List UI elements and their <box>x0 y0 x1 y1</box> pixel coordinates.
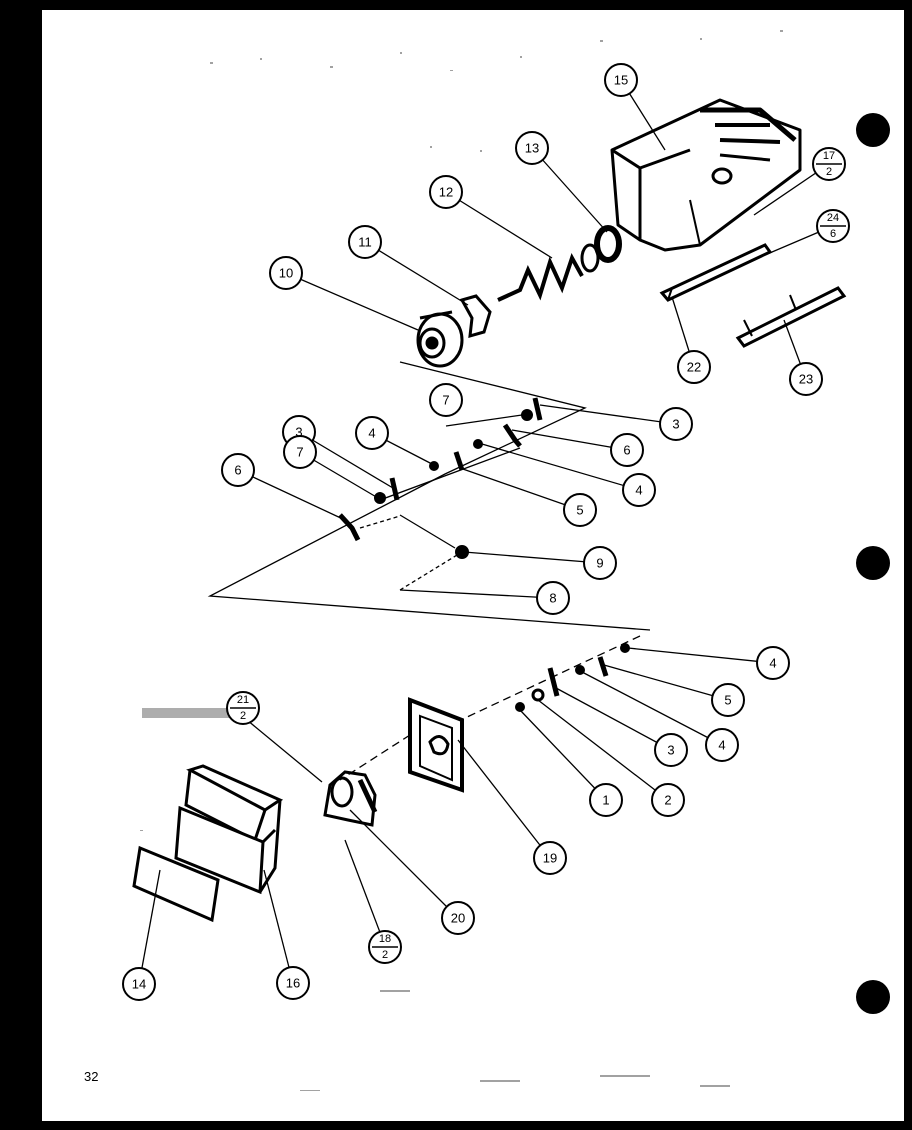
callout-label: 15 <box>614 73 628 88</box>
callout-7a: 7 <box>429 383 463 417</box>
fraction-denominator: 6 <box>830 228 836 240</box>
callout-label: 4 <box>635 483 642 498</box>
callout-label: 22 <box>687 360 701 375</box>
part-15-ice-bin <box>610 98 802 252</box>
part-20-housing <box>323 770 378 827</box>
callout-label: 3 <box>295 425 302 440</box>
callout-16: 16 <box>276 966 310 1000</box>
callout-3b: 3 <box>659 407 693 441</box>
fraction-numerator: 21 <box>237 694 249 706</box>
callout-14: 14 <box>122 967 156 1001</box>
callout-15: 15 <box>604 63 638 97</box>
callout-3c: 3 <box>654 733 688 767</box>
callout-label: 6 <box>234 463 241 478</box>
callout-1: 1 <box>589 783 623 817</box>
fraction-denominator: 2 <box>826 166 832 178</box>
callout-label: 8 <box>549 591 556 606</box>
hardware-group-lower <box>515 643 630 712</box>
part-14-panel <box>132 845 220 923</box>
leader-lines <box>138 79 834 985</box>
scan-noise <box>140 30 783 1091</box>
callout-5b: 5 <box>711 683 745 717</box>
callout-label: 12 <box>439 185 453 200</box>
callout-label: 5 <box>724 693 731 708</box>
callout-23: 23 <box>789 362 823 396</box>
callout-fraction-21-2: 21 2 <box>226 691 260 725</box>
callouts: 1 2 3 3 3 4 4 4 4 5 5 6 6 7 7 8 9 10 11 … <box>122 63 850 1001</box>
part-13-bushing <box>594 225 622 263</box>
callout-fraction-17-2: 17 2 <box>812 147 846 181</box>
hatched-pointer <box>142 708 234 718</box>
hardware-group-upper <box>338 397 543 559</box>
callout-label: 20 <box>451 911 465 926</box>
callout-label: 7 <box>296 445 303 460</box>
callout-4a: 4 <box>355 416 389 450</box>
callout-label: 9 <box>596 556 603 571</box>
scan-border-right <box>904 0 912 1130</box>
callout-label: 2 <box>664 793 671 808</box>
callout-6a: 6 <box>221 453 255 487</box>
callout-10: 10 <box>269 256 303 290</box>
part-16-chute-cover <box>174 764 284 895</box>
part-11-coupling <box>459 294 492 339</box>
callout-label: 1 <box>602 793 609 808</box>
callout-2: 2 <box>651 783 685 817</box>
callout-label: 13 <box>525 141 539 156</box>
part-22-rail <box>659 243 773 302</box>
scan-border-bottom <box>0 1121 912 1130</box>
callout-fraction-18-2: 18 2 <box>368 930 402 964</box>
callout-label: 4 <box>769 656 776 671</box>
callout-fraction-24-6: 24 6 <box>816 209 850 243</box>
part-12-auger-spring <box>497 243 600 302</box>
callout-label: 7 <box>442 393 449 408</box>
scan-border-top <box>0 0 912 10</box>
fraction-numerator: 18 <box>379 933 391 945</box>
page-number: 32 <box>84 1069 99 1084</box>
callout-4c: 4 <box>756 646 790 680</box>
callout-label: 3 <box>667 743 674 758</box>
callout-label: 6 <box>623 443 630 458</box>
binder-hole-middle <box>856 546 890 580</box>
callout-6b: 6 <box>610 433 644 467</box>
callout-19: 19 <box>533 841 567 875</box>
binder-hole-bottom <box>856 980 890 1014</box>
callout-label: 11 <box>358 235 372 250</box>
part-10-motor-drum <box>416 310 464 368</box>
callout-8: 8 <box>536 581 570 615</box>
callout-9: 9 <box>583 546 617 580</box>
callout-13: 13 <box>515 131 549 165</box>
scan-border-left <box>0 0 42 1130</box>
callout-label: 16 <box>286 976 300 991</box>
callout-12: 12 <box>429 175 463 209</box>
binder-hole-top <box>856 113 890 147</box>
callout-label: 23 <box>799 372 813 387</box>
fraction-numerator: 24 <box>827 212 839 224</box>
callout-11: 11 <box>348 225 382 259</box>
callout-label: 5 <box>576 503 583 518</box>
callout-22: 22 <box>677 350 711 384</box>
callout-label: 4 <box>718 738 725 753</box>
fraction-numerator: 17 <box>823 150 835 162</box>
fraction-denominator: 2 <box>382 949 388 961</box>
callout-5a: 5 <box>563 493 597 527</box>
callout-label: 14 <box>132 977 146 992</box>
callout-label: 3 <box>672 417 679 432</box>
callout-label: 10 <box>279 266 293 281</box>
fraction-denominator: 2 <box>240 710 246 722</box>
part-19-gasket <box>408 697 464 793</box>
callout-4d: 4 <box>705 728 739 762</box>
callout-4b: 4 <box>622 473 656 507</box>
callout-7b: 7 <box>283 435 317 469</box>
callout-label: 19 <box>543 851 557 866</box>
part-23-rail <box>735 286 847 348</box>
callout-label: 4 <box>368 426 375 441</box>
callout-20: 20 <box>441 901 475 935</box>
